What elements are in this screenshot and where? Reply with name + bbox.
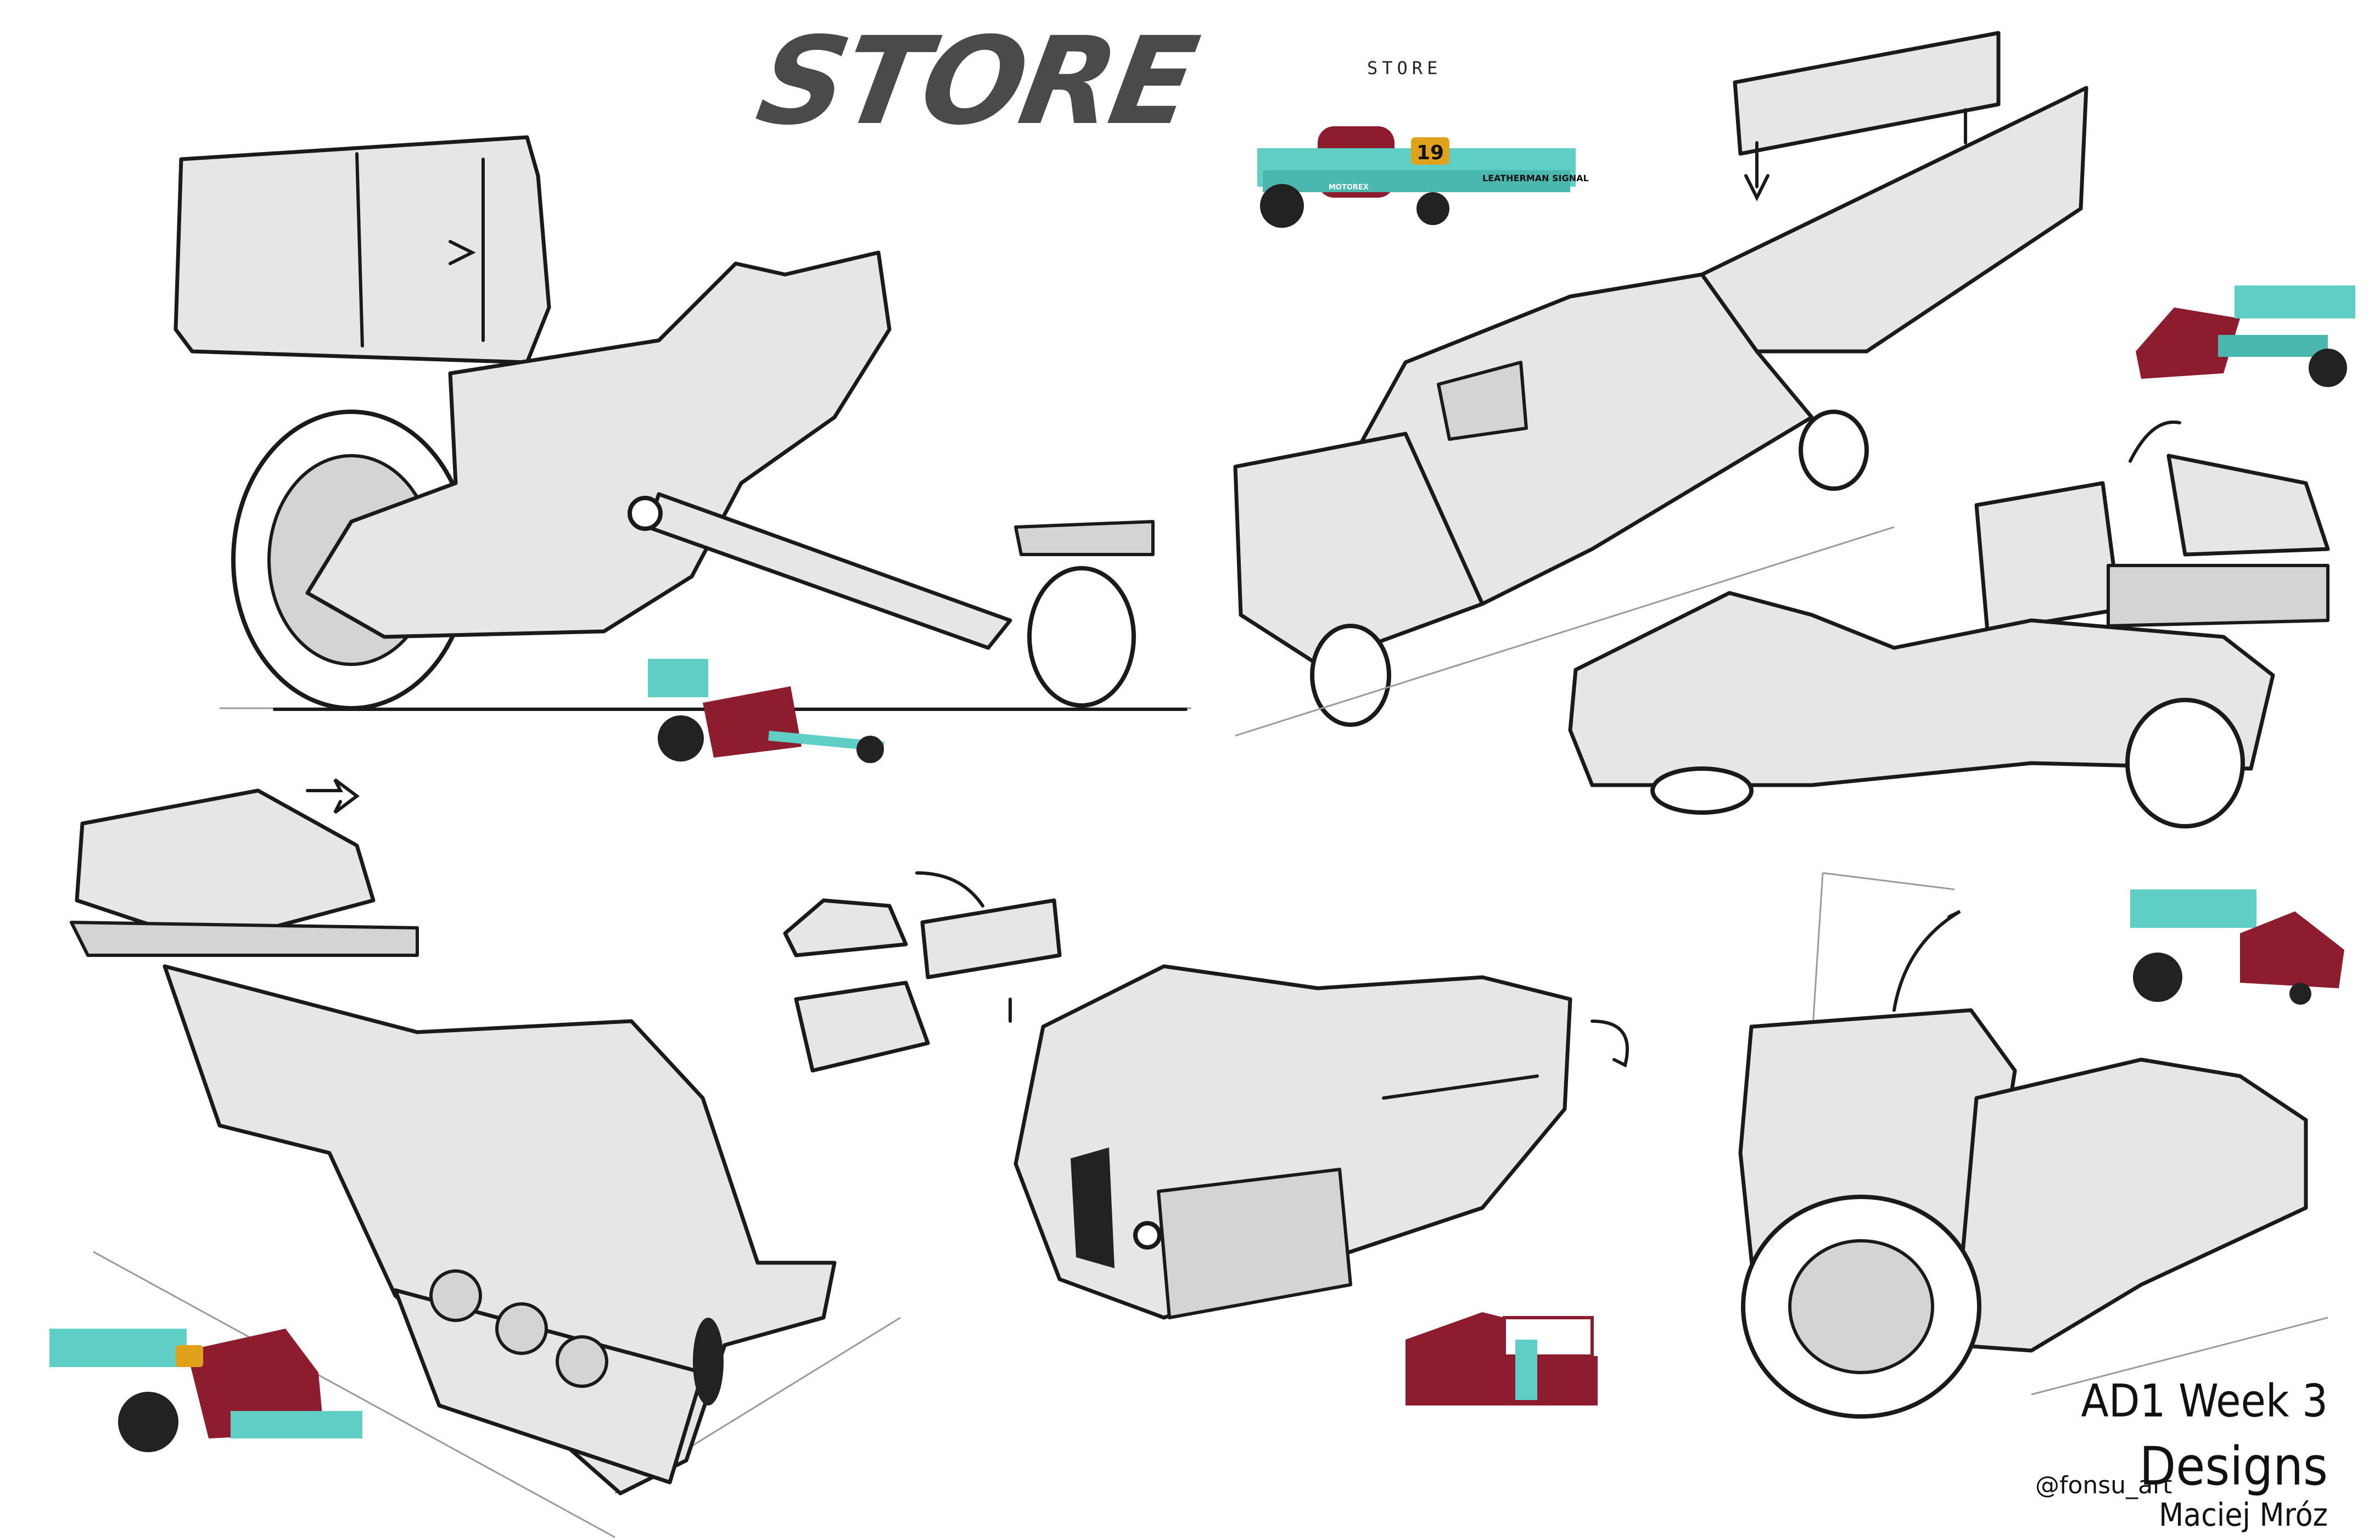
credit-author: Maciej Mróz	[2159, 1496, 2328, 1533]
sketch-long-swingarm-bike	[173, 135, 1191, 711]
sketch-stacked-box-bike	[1738, 872, 2328, 1419]
sketch-topdown-bike	[70, 778, 901, 1538]
reference-thumbnail-center	[648, 659, 884, 763]
sketch-side-box-bike	[1568, 420, 2330, 828]
sponsor-secondary-label: MOTOREX	[1329, 183, 1369, 192]
sponsor-label: LEATHERMAN SIGNAL	[1482, 173, 1589, 183]
sketch-box-studies	[783, 871, 1062, 1073]
sketch-cargo-rail-bike	[1233, 31, 2088, 737]
race-number-label: 19	[1416, 142, 1444, 164]
small-store-note: STORE	[1367, 58, 1442, 79]
credit-designs: Designs	[2139, 1436, 2328, 1497]
reference-thumbnail-bottom-center	[1405, 1312, 1598, 1405]
sketch-front-three-quarter-bike	[1013, 964, 1629, 1320]
credit-course-week: AD1 Week 3	[2081, 1375, 2328, 1427]
reference-thumbnail-right-2	[2130, 889, 2344, 1005]
reference-thumbnail-top: 19 LEATHERMAN SIGNAL MOTOREX	[1257, 126, 1589, 228]
reference-thumbnail-right-1	[2136, 285, 2355, 387]
artist-handle: @fonsu_art	[2035, 1471, 2172, 1499]
reference-thumbnail-bottom-left	[49, 1329, 362, 1452]
